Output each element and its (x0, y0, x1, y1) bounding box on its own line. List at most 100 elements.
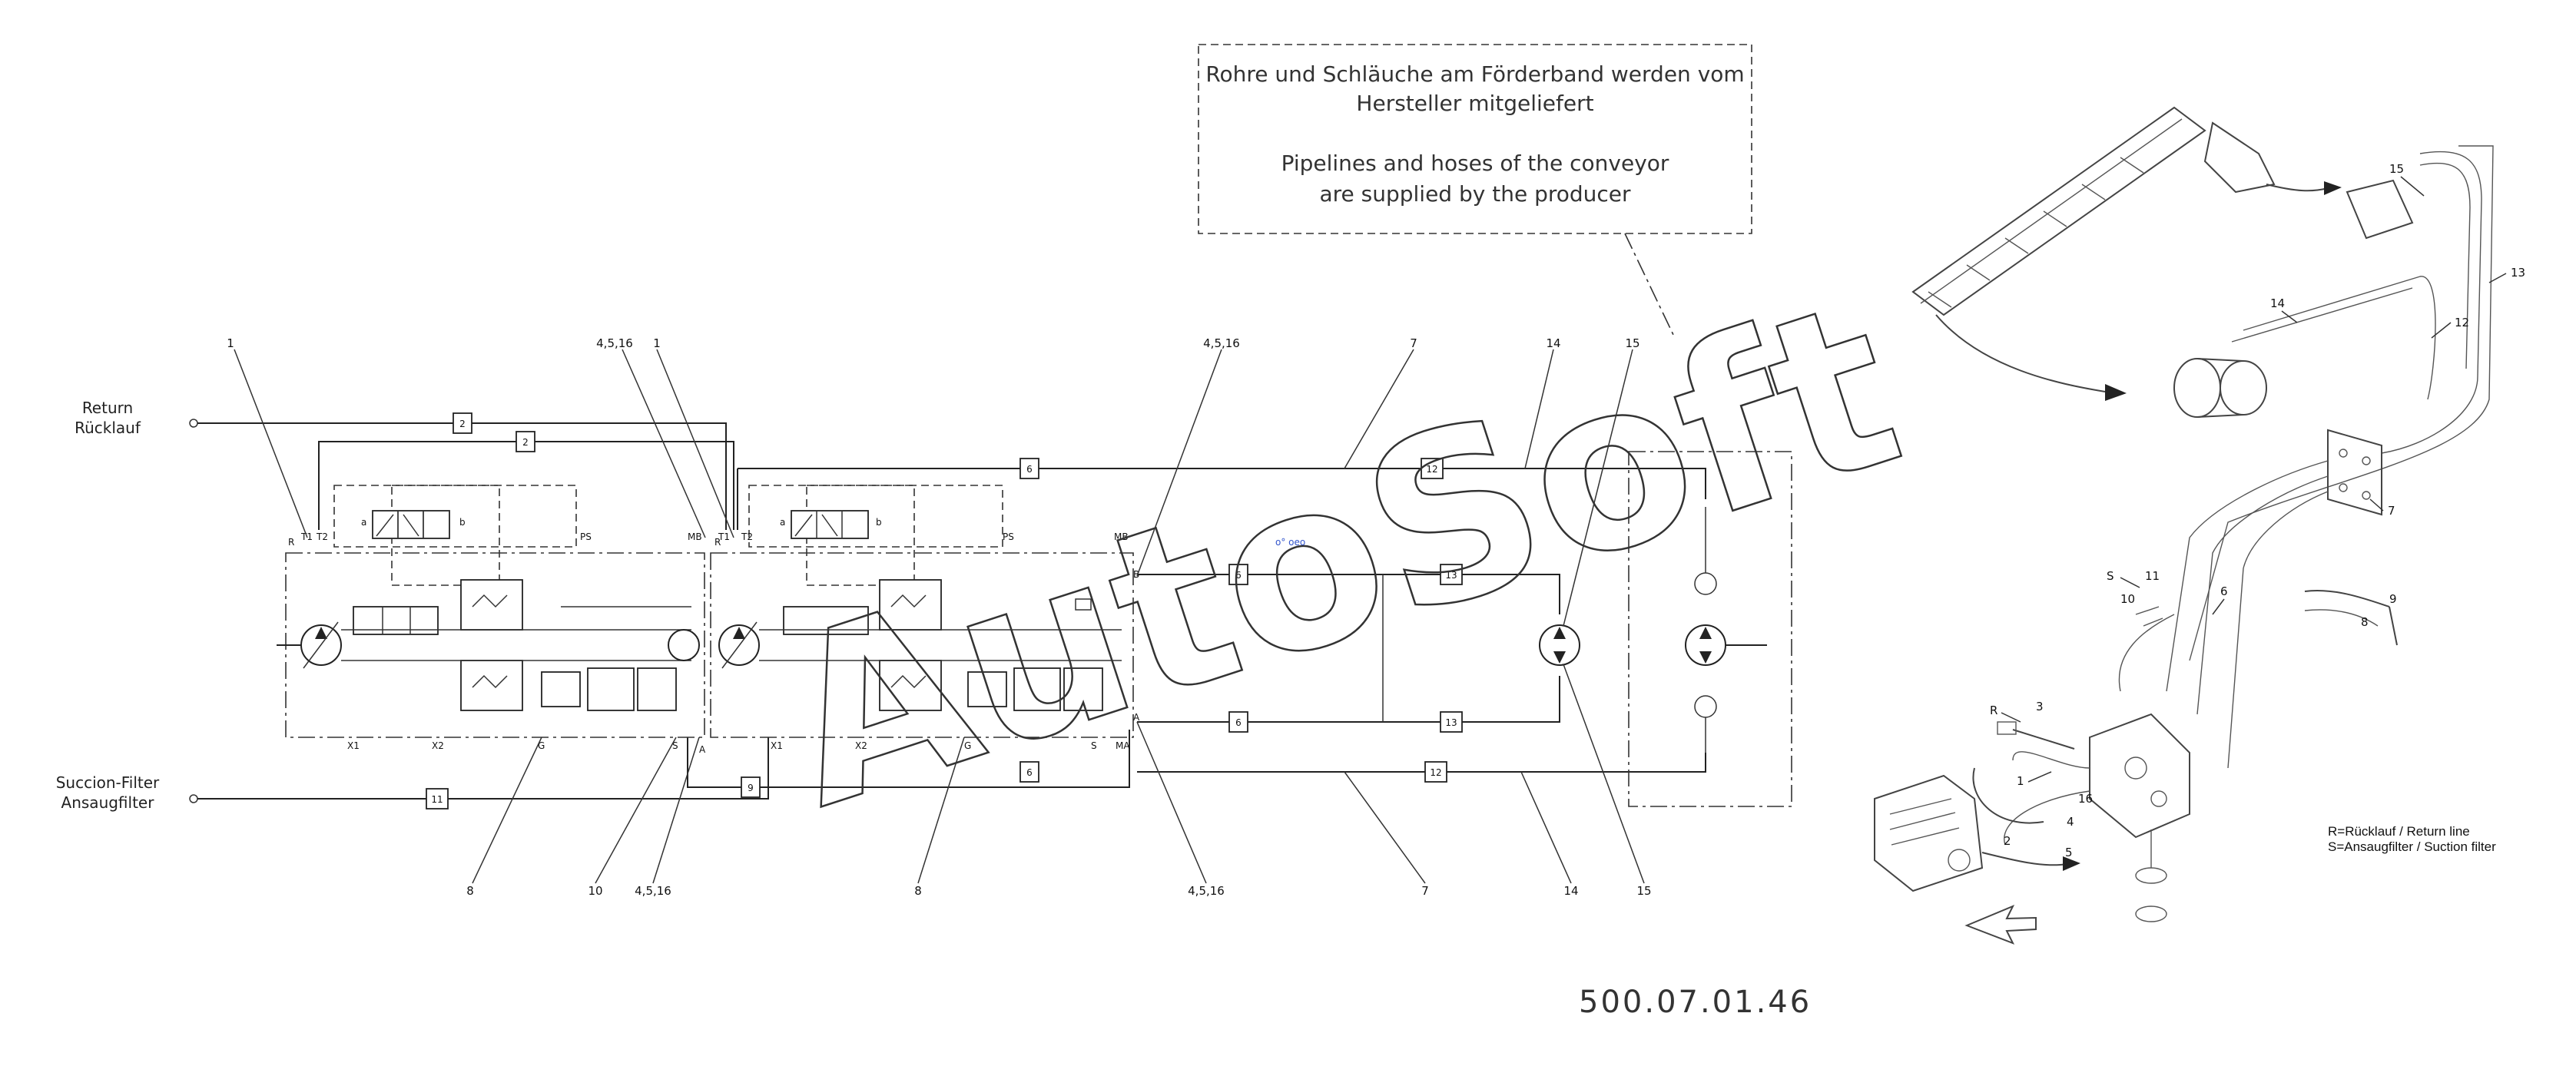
iso-callout: 6 (2220, 584, 2228, 598)
conveyor-motors (1539, 451, 1792, 807)
legend-line2: S=Ansaugfilter / Suction filter (2328, 839, 2496, 854)
note-de-line1: Rohre und Schläuche am Förderband werden… (1205, 61, 1744, 87)
port-X1-1: X1 (347, 740, 360, 751)
port-X2-2: X2 (855, 740, 867, 751)
hose-tag: 6 (1019, 761, 1039, 783)
port-T2-1: T2 (316, 531, 328, 542)
hose-tag: 11 (426, 788, 449, 809)
callout: 7 (1421, 884, 1429, 898)
iso-callouts: 15 13 14 12 7 S 11 10 6 9 8 R 3 1 2 5 4 … (1990, 162, 2525, 859)
callout: 10 (588, 884, 602, 898)
hose-tag: 6 (1228, 711, 1248, 733)
svg-text:9: 9 (748, 783, 754, 793)
pipe-network (197, 422, 1706, 800)
svg-text:12: 12 (1426, 464, 1437, 475)
hose-tag: 12 (1424, 761, 1447, 783)
svg-text:12: 12 (1430, 767, 1441, 778)
iso-callout: R (1990, 704, 1997, 717)
iso-callout: 1 (2017, 774, 2024, 788)
port-S-1: S (672, 740, 678, 751)
callout: 4,5,16 (1203, 336, 1240, 350)
callout: 7 (1410, 336, 1417, 350)
iso-callout: 10 (2120, 592, 2135, 606)
port-R-1: R (288, 537, 294, 548)
callout: 14 (1546, 336, 1560, 350)
watermark: AutoSoft (753, 249, 1928, 859)
hose-tag: 6 (1019, 458, 1039, 479)
port-PS-1: PS (580, 531, 592, 542)
hose-tag: 13 (1440, 564, 1463, 585)
control-block-2: R T1 T2 PS MB B a b X1 X2 G S MA A (710, 485, 1140, 751)
port-B-2: B (1133, 569, 1139, 580)
port-MB-1: MB (688, 531, 702, 542)
svg-text:2: 2 (522, 437, 529, 448)
callouts-bottom: 8 10 4,5,16 8 4,5,16 7 14 15 (466, 664, 1652, 898)
port-a-1: a (361, 517, 366, 528)
hose-tag: 13 (1440, 711, 1463, 733)
callout: 14 (1563, 884, 1578, 898)
port-MB-2: MB (1114, 531, 1129, 542)
iso-callout: 8 (2361, 615, 2369, 629)
iso-callout: 16 (2078, 792, 2093, 806)
iso-callout: 5 (2065, 846, 2073, 859)
iso-legend: R=Rücklauf / Return line S=Ansaugfilter … (2328, 824, 2496, 854)
callout: 8 (466, 884, 474, 898)
svg-text:2: 2 (459, 419, 466, 429)
port-G-2: G (964, 740, 971, 751)
callouts-top: 1 4,5,16 1 4,5,16 7 14 15 (227, 336, 1640, 627)
suction-label-es: Succion-Filter (56, 773, 160, 792)
port-b-1: b (459, 517, 466, 528)
return-label: Return Rücklauf (75, 399, 198, 437)
isometric-assembly: o° oeo (1275, 106, 2494, 945)
port-A-1: A (699, 744, 706, 755)
document-number: 500.07.01.46 (1579, 985, 1812, 1020)
callout: 1 (653, 336, 661, 350)
port-A-2: A (1133, 712, 1140, 723)
iso-callout: 14 (2270, 296, 2285, 310)
svg-text:13: 13 (1445, 570, 1457, 581)
iso-callout: 9 (2389, 592, 2397, 606)
iso-callout: 11 (2145, 569, 2160, 583)
callout: 1 (227, 336, 234, 350)
svg-text:o° oeo: o° oeo (1275, 537, 1305, 548)
hose-tags: 2 2 6 12 6 13 6 13 6 12 11 9 (426, 412, 1463, 809)
port-R-2: R (714, 537, 721, 548)
note-en-line1: Pipelines and hoses of the conveyor (1281, 151, 1669, 176)
note-de-line2: Hersteller mitgeliefert (1356, 91, 1593, 116)
supplier-note: Rohre und Schläuche am Förderband werden… (1198, 44, 1752, 339)
callout: 8 (914, 884, 922, 898)
svg-text:11: 11 (431, 794, 443, 805)
return-label-en: Return (82, 399, 133, 417)
iso-callout: 15 (2389, 162, 2404, 176)
iso-callout: 7 (2388, 504, 2395, 518)
suction-label-de: Ansaugfilter (61, 793, 155, 812)
iso-callout: S (2107, 569, 2114, 583)
suction-filter-label: Succion-Filter Ansaugfilter (56, 773, 198, 812)
return-label-de: Rücklauf (75, 419, 141, 437)
port-b-2: b (876, 517, 882, 528)
callout: 4,5,16 (635, 884, 671, 898)
port-T1-2: T1 (718, 531, 730, 542)
port-T2-2: T2 (741, 531, 753, 542)
iso-callout: 2 (2004, 834, 2011, 848)
hose-tag: 6 (1228, 564, 1248, 585)
hose-tag: 2 (453, 412, 472, 434)
note-en-line2: are supplied by the producer (1319, 181, 1631, 207)
hose-tag: 9 (741, 776, 761, 798)
iso-callout: 12 (2455, 316, 2469, 329)
hose-tag: 2 (516, 431, 535, 452)
svg-text:6: 6 (1235, 717, 1242, 728)
watermark-text: AutoSoft (754, 250, 1926, 859)
svg-text:6: 6 (1235, 570, 1242, 581)
svg-text:13: 13 (1445, 717, 1457, 728)
port-S-2: S (1091, 740, 1097, 751)
control-block-1: R T1 T2 PS MB a b X1 X2 G S A (277, 485, 706, 755)
svg-text:6: 6 (1026, 464, 1033, 475)
iso-callout: 13 (2511, 266, 2525, 280)
callout: 15 (1625, 336, 1639, 350)
callout: 4,5,16 (1188, 884, 1225, 898)
svg-text:6: 6 (1026, 767, 1033, 778)
iso-callout: 4 (2067, 815, 2074, 829)
port-MA-2: MA (1116, 740, 1130, 751)
